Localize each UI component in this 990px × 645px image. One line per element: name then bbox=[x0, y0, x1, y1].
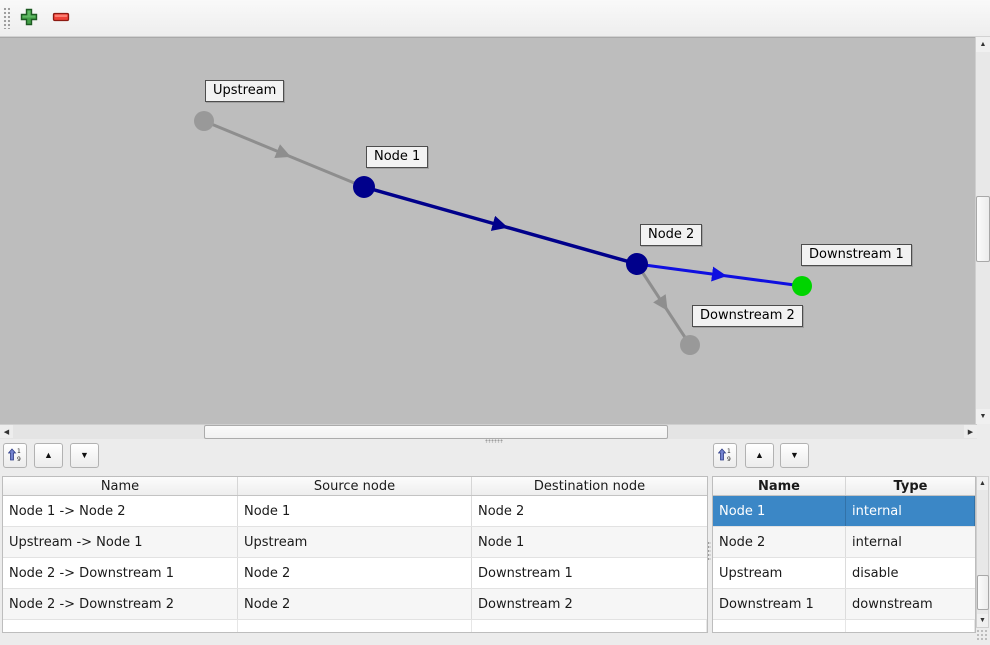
horizontal-splitter-handle[interactable] bbox=[485, 439, 503, 443]
cell-name: Node 2 bbox=[713, 527, 846, 557]
column-header-name[interactable]: Name bbox=[3, 477, 238, 495]
cell-destination: Node 2 bbox=[478, 503, 525, 519]
svg-text:9: 9 bbox=[17, 456, 21, 462]
cell-name: Upstream -> Node 1 bbox=[3, 527, 238, 557]
cell-name: Node 1 -> Node 2 bbox=[3, 496, 238, 526]
scroll-left-icon[interactable]: ◀ bbox=[0, 425, 13, 438]
sort-ascending-icon: 1 9 bbox=[717, 447, 732, 465]
table-row[interactable]: Node 1 -> Node 2 Node 1 Node 2 bbox=[3, 496, 707, 527]
cell-type: disable bbox=[852, 565, 899, 581]
minus-icon bbox=[51, 7, 71, 30]
node-label-upstream[interactable]: Upstream bbox=[205, 80, 285, 102]
table-row[interactable]: Node 2 -> Downstream 2 Node 2 Downstream… bbox=[3, 589, 707, 620]
edges-move-down-button[interactable]: ▼ bbox=[70, 443, 99, 468]
cell-source: Node 2 bbox=[238, 558, 472, 588]
edge-node1-node2[interactable] bbox=[363, 185, 638, 266]
cell-source: Upstream bbox=[238, 527, 472, 557]
canvas-horizontal-scrollbar[interactable]: ◀ ▶ bbox=[0, 424, 977, 439]
edges-sort-button[interactable]: 1 9 bbox=[3, 443, 27, 468]
svg-text:1: 1 bbox=[727, 448, 731, 455]
column-header-destination-node[interactable]: Destination node bbox=[533, 478, 646, 494]
cell-destination: Node 1 bbox=[478, 534, 525, 550]
scroll-up-icon[interactable]: ▲ bbox=[976, 37, 990, 52]
node-label-downstream1[interactable]: Downstream 1 bbox=[801, 244, 912, 266]
empty-row[interactable] bbox=[3, 620, 707, 632]
toolbar-drag-handle[interactable] bbox=[3, 7, 10, 29]
node-circle-upstream[interactable] bbox=[194, 111, 214, 131]
table-row[interactable]: Downstream 1 downstream bbox=[713, 589, 975, 620]
vertical-scroll-thumb[interactable] bbox=[976, 196, 990, 262]
scrollbar-corner bbox=[977, 424, 990, 439]
cell-name: Upstream bbox=[713, 558, 846, 588]
cell-type: downstream bbox=[852, 596, 933, 612]
cell-name: Node 2 -> Downstream 1 bbox=[3, 558, 238, 588]
node-circle-node1[interactable] bbox=[353, 176, 375, 198]
graph-svg bbox=[194, 111, 812, 355]
arrow-down-icon: ▼ bbox=[790, 450, 799, 460]
node-circle-downstream2[interactable] bbox=[680, 335, 700, 355]
table-row[interactable]: Node 2 -> Downstream 1 Node 2 Downstream… bbox=[3, 558, 707, 589]
plus-icon bbox=[19, 7, 39, 30]
empty-row[interactable] bbox=[713, 620, 975, 632]
node-circle-node2[interactable] bbox=[626, 253, 648, 275]
vertical-splitter-handle[interactable] bbox=[707, 541, 711, 561]
main-toolbar bbox=[0, 0, 990, 37]
scroll-down-icon[interactable]: ▼ bbox=[977, 614, 988, 627]
window-resize-grip[interactable] bbox=[976, 629, 988, 641]
nodes-move-down-button[interactable]: ▼ bbox=[780, 443, 809, 468]
scroll-up-icon[interactable]: ▲ bbox=[977, 477, 988, 490]
node-label-downstream2[interactable]: Downstream 2 bbox=[692, 305, 803, 327]
edges-move-up-button[interactable]: ▲ bbox=[34, 443, 63, 468]
edge-upstream-node1[interactable] bbox=[203, 119, 365, 189]
cell-destination: Downstream 1 bbox=[478, 565, 573, 581]
arrow-up-icon: ▲ bbox=[755, 450, 764, 460]
edge-node2-downstream1[interactable] bbox=[636, 262, 803, 288]
add-node-button[interactable] bbox=[16, 5, 42, 31]
scroll-down-icon[interactable]: ▼ bbox=[976, 409, 990, 424]
svg-text:1: 1 bbox=[17, 448, 21, 455]
arrow-down-icon: ▼ bbox=[80, 450, 89, 460]
cell-name: Node 1 bbox=[713, 496, 846, 526]
nodes-move-up-button[interactable]: ▲ bbox=[745, 443, 774, 468]
edges-table: Name Source node Destination node Node 1… bbox=[2, 476, 708, 633]
nodes-table-header: Name Type bbox=[713, 477, 975, 496]
arrow-up-icon: ▲ bbox=[44, 450, 53, 460]
cell-type: internal bbox=[852, 534, 902, 550]
column-header-source-node[interactable]: Source node bbox=[238, 477, 472, 495]
column-header-type[interactable]: Type bbox=[893, 478, 928, 494]
table-scroll-thumb[interactable] bbox=[977, 575, 989, 610]
cell-source: Node 1 bbox=[238, 496, 472, 526]
horizontal-scroll-thumb[interactable] bbox=[204, 425, 668, 439]
column-header-name[interactable]: Name bbox=[713, 477, 846, 495]
edge-node2-downstream2[interactable] bbox=[635, 263, 692, 346]
cell-destination: Downstream 2 bbox=[478, 596, 573, 612]
cell-type: internal bbox=[846, 496, 975, 526]
edges-table-header: Name Source node Destination node bbox=[3, 477, 707, 496]
node-label-node1[interactable]: Node 1 bbox=[366, 146, 429, 168]
table-row[interactable]: Upstream -> Node 1 Upstream Node 1 bbox=[3, 527, 707, 558]
scroll-right-icon[interactable]: ▶ bbox=[964, 425, 977, 438]
node-label-node2[interactable]: Node 2 bbox=[640, 224, 703, 246]
graph-canvas[interactable]: Upstream Node 1 Node 2 Downstream 1 Down… bbox=[0, 37, 975, 425]
svg-text:9: 9 bbox=[727, 456, 731, 462]
cell-name: Node 2 -> Downstream 2 bbox=[3, 589, 238, 619]
cell-source: Node 2 bbox=[238, 589, 472, 619]
table-row-selected[interactable]: Node 1 internal bbox=[713, 496, 975, 527]
table-row[interactable]: Node 2 internal bbox=[713, 527, 975, 558]
table-row[interactable]: Upstream disable bbox=[713, 558, 975, 589]
nodes-table: Name Type Node 1 internal Node 2 interna… bbox=[712, 476, 976, 633]
nodes-table-scrollbar[interactable]: ▲ ▼ bbox=[976, 476, 989, 628]
canvas-vertical-scrollbar[interactable]: ▲ ▼ bbox=[975, 37, 990, 424]
node-circle-downstream1[interactable] bbox=[792, 276, 812, 296]
remove-node-button[interactable] bbox=[48, 5, 74, 31]
sort-ascending-icon: 1 9 bbox=[7, 447, 22, 465]
cell-name: Downstream 1 bbox=[713, 589, 846, 619]
nodes-sort-button[interactable]: 1 9 bbox=[713, 443, 737, 468]
